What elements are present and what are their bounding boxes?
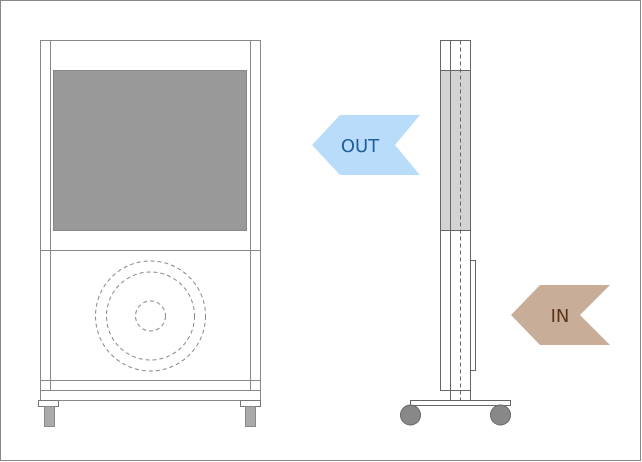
side-view xyxy=(400,40,511,426)
front-filter-panel xyxy=(53,70,247,231)
fan-hub xyxy=(135,300,166,332)
in-label: IN xyxy=(551,306,570,327)
front-right-foot xyxy=(240,400,261,427)
side-back-handle xyxy=(470,260,476,371)
side-left-wheel xyxy=(400,404,421,426)
in-arrow: IN xyxy=(511,285,610,345)
out-arrow-shape xyxy=(312,115,420,175)
in-arrow-shape xyxy=(511,285,610,345)
out-arrow: OUT xyxy=(312,115,420,175)
front-left-foot xyxy=(38,400,59,427)
fan-middle-ring xyxy=(106,271,195,361)
out-label: OUT xyxy=(341,136,380,157)
front-view xyxy=(38,40,261,427)
front-frame xyxy=(40,40,261,401)
fan-icon xyxy=(95,260,206,372)
side-right-wheel xyxy=(490,404,511,426)
fan-outer-ring xyxy=(95,260,206,372)
side-base-bar xyxy=(410,400,511,406)
side-filter-panel xyxy=(440,70,471,231)
